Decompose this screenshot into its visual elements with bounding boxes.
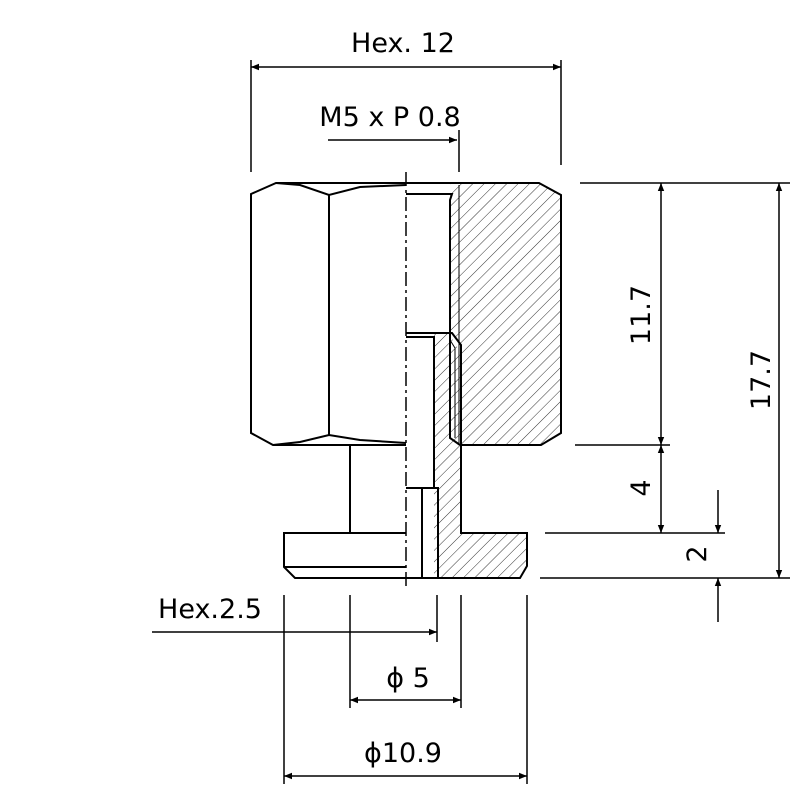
part-outline [250,182,562,579]
stem-diameter-label: ϕ 5 [386,663,430,694]
flange-thickness-label: 2 [682,545,713,562]
hex-outer-label: Hex. 12 [351,28,455,59]
hex-socket-label: Hex.2.5 [158,594,262,625]
flange-diameter-label: ϕ10.9 [364,738,442,769]
nut-section-hatch [434,183,561,578]
stem-height-label: 4 [626,479,657,496]
total-height-label: 17.7 [746,350,777,410]
nut-height-label: 11.7 [626,285,657,345]
thread-label: M5 x P 0.8 [319,102,460,133]
dimension-lines [152,60,790,784]
